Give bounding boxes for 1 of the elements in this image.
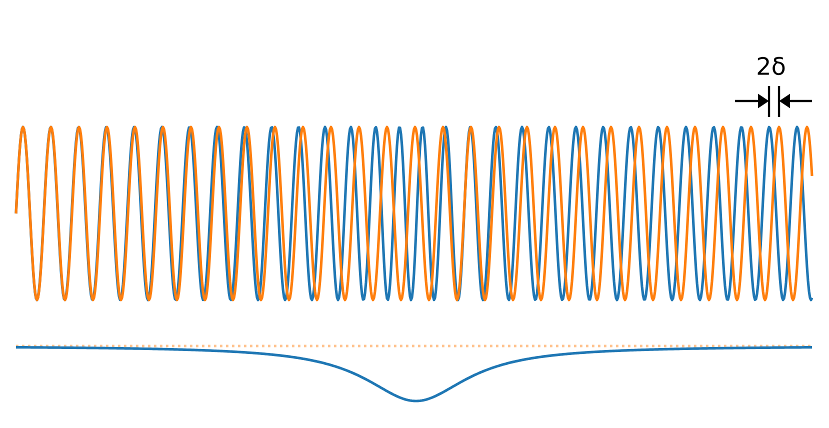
dimension-label: 2δ	[758, 56, 785, 76]
